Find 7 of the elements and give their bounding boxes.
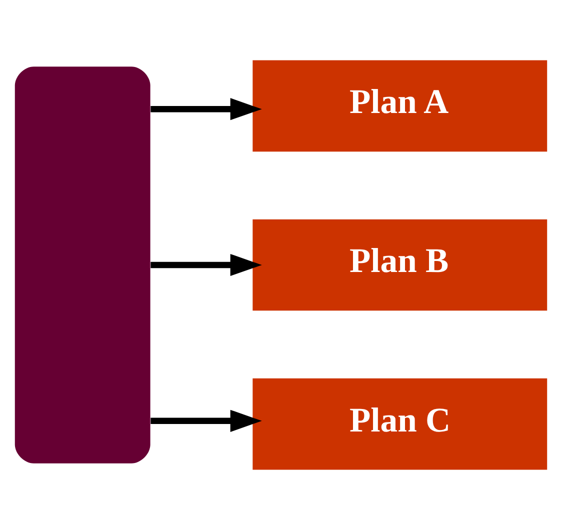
node-box: Plan A <box>252 60 548 152</box>
node-box: Plan B <box>252 218 548 310</box>
arrow <box>150 98 262 120</box>
node-box: Plan C <box>252 378 548 470</box>
arrow <box>150 253 262 276</box>
node-box <box>14 66 150 463</box>
arrow <box>150 409 262 432</box>
